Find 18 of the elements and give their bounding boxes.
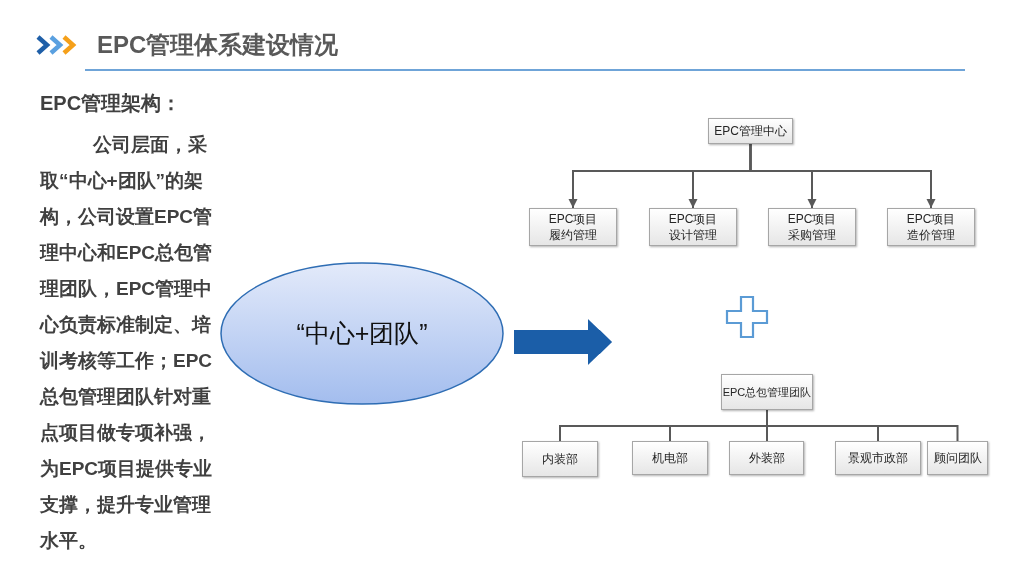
section-heading: EPC管理架构： bbox=[40, 91, 182, 116]
body-paragraph: 公司层面，采取“中心+团队”的架构，公司设置EPC管理中心和EPC总包管理团队，EPC管理中心负责标准制定、培训考核等工作；EPC总包管理团队针对重点项目做专项补强，为EPC项目提供专业支撑，提升专业管理水平。 bbox=[40, 133, 214, 553]
block-arrow bbox=[514, 319, 612, 365]
org-chart-box: EPC项目设计管理 bbox=[649, 208, 737, 246]
oval-shape: “中心+团队” bbox=[220, 262, 504, 405]
connector-line bbox=[766, 409, 959, 442]
page-title: EPC管理体系建设情况 bbox=[97, 30, 339, 60]
org-chart-box: EPC项目采购管理 bbox=[768, 208, 856, 246]
org-chart-box: 景观市政部 bbox=[835, 441, 921, 475]
org-chart-box: EPC总包管理团队 bbox=[721, 374, 813, 410]
org-chart-box: EPC项目履约管理 bbox=[529, 208, 617, 246]
org-chart-box: 顾问团队 bbox=[927, 441, 988, 475]
org-chart-box: 内装部 bbox=[522, 441, 598, 477]
connector-arrow bbox=[749, 143, 936, 209]
org-chart-box: EPC项目造价管理 bbox=[887, 208, 975, 246]
org-chart-box: 外装部 bbox=[729, 441, 804, 475]
org-chart-box: EPC管理中心 bbox=[708, 118, 793, 144]
org-chart-box: 机电部 bbox=[632, 441, 708, 475]
